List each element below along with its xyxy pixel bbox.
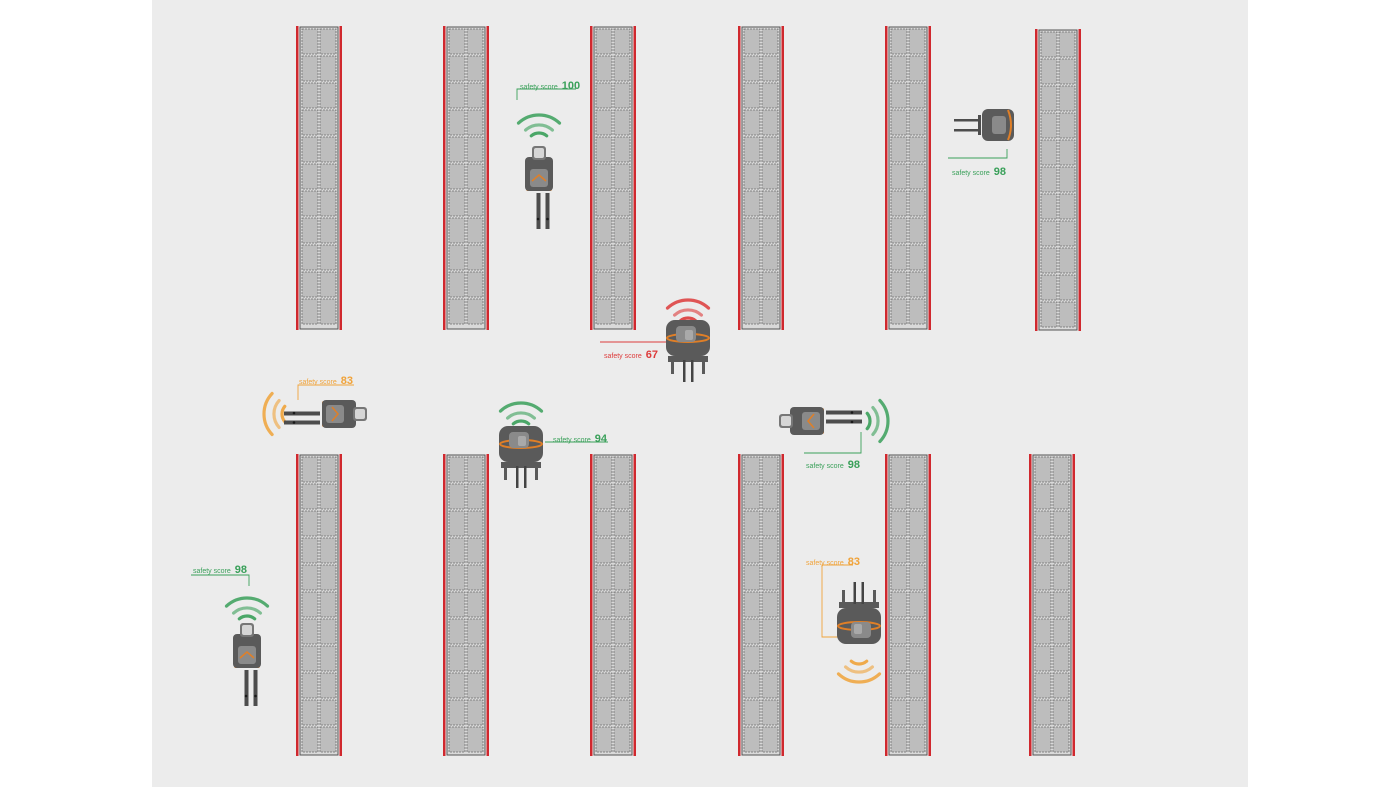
forklift-5-signal-arcs <box>498 401 544 426</box>
rack-11 <box>885 454 931 756</box>
rack-3 <box>590 26 636 330</box>
safety-score-value: 67 <box>645 349 658 361</box>
rack-10 <box>738 454 784 756</box>
forklift-7-leader-line <box>191 574 250 586</box>
safety-score-caption: safety score <box>952 170 990 177</box>
safety-score-value: 98 <box>234 564 247 576</box>
safety-score-value: 100 <box>561 80 581 92</box>
forklift-7-signal-arcs <box>224 596 270 621</box>
safety-score-caption: safety score <box>520 84 558 91</box>
rack-8 <box>443 454 489 756</box>
safety-score-value: 83 <box>847 556 860 568</box>
forklift-8-signal-arcs <box>836 659 882 684</box>
safety-score-caption: safety score <box>806 560 844 567</box>
forklift-8-vehicle[interactable] <box>836 581 882 645</box>
forklift-1-vehicle[interactable] <box>524 145 554 230</box>
forklift-3-signal-arcs <box>665 298 711 323</box>
forklift-8-leader-line <box>821 564 853 638</box>
forklift-6-vehicle[interactable] <box>778 406 863 436</box>
rack-9 <box>590 454 636 756</box>
forklift-2-vehicle[interactable] <box>953 108 1015 142</box>
forklift-7-vehicle[interactable] <box>232 622 262 707</box>
safety-score-caption: safety score <box>553 437 591 444</box>
forklift-4-leader-line <box>297 384 354 400</box>
rack-2 <box>443 26 489 330</box>
forklift-5-vehicle[interactable] <box>498 425 544 489</box>
safety-score-value: 83 <box>340 375 353 387</box>
safety-score-value: 94 <box>594 433 607 445</box>
rack-12 <box>1029 454 1075 756</box>
safety-score-caption: safety score <box>193 568 231 575</box>
forklift-2-leader-line <box>948 149 1008 159</box>
safety-score-caption: safety score <box>299 379 337 386</box>
rack-1 <box>296 26 342 330</box>
forklift-6-leader-line <box>804 432 862 454</box>
safety-score-value: 98 <box>993 166 1006 178</box>
rack-7 <box>296 454 342 756</box>
rack-4 <box>738 26 784 330</box>
forklift-1-signal-arcs <box>516 113 562 138</box>
forklift-4-signal-arcs <box>262 391 287 437</box>
forklift-1-leader-line <box>516 88 576 100</box>
forklift-3-vehicle[interactable] <box>665 319 711 383</box>
safety-score-value: 98 <box>847 459 860 471</box>
rack-5 <box>885 26 931 330</box>
forklift-6-signal-arcs <box>865 398 890 444</box>
rack-6 <box>1035 29 1081 331</box>
safety-score-caption: safety score <box>604 353 642 360</box>
forklift-4-vehicle[interactable] <box>283 399 368 429</box>
safety-score-caption: safety score <box>806 463 844 470</box>
